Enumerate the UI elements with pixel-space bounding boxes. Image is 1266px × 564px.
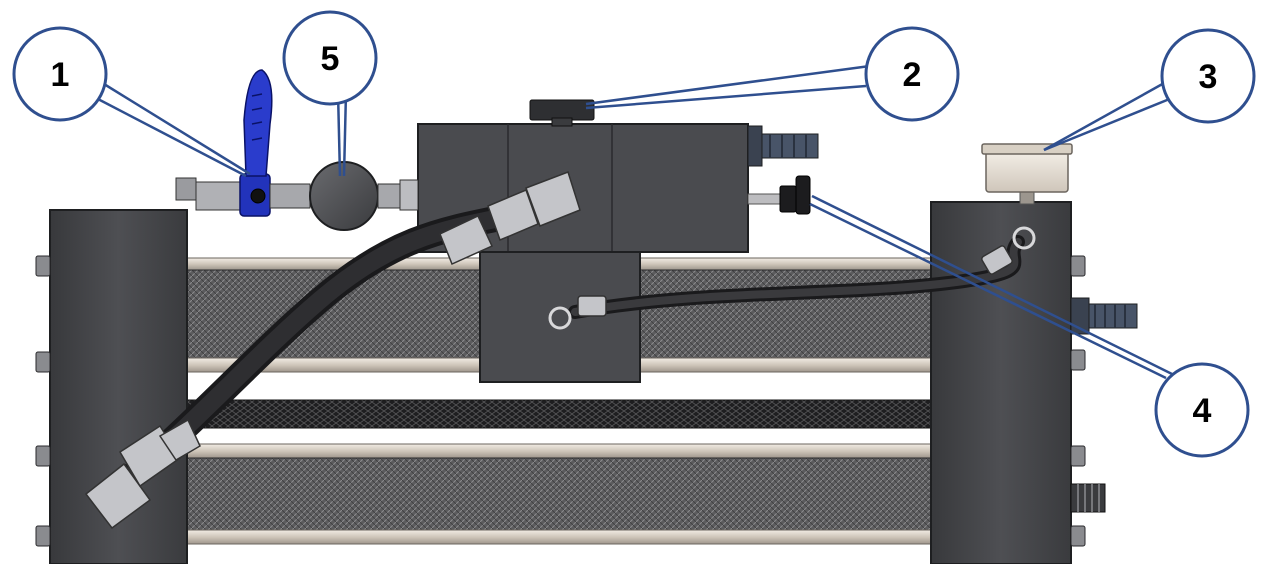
- callout-1: 1: [12, 26, 108, 122]
- svg-text:2: 2: [903, 56, 922, 94]
- svg-text:3: 3: [1199, 58, 1218, 96]
- adjustment-knob: [747, 175, 811, 215]
- callout-5: 5: [282, 10, 378, 106]
- inlet-assembly: [175, 69, 419, 231]
- callout-3: 3: [1160, 28, 1256, 124]
- left-bolts: [35, 255, 51, 547]
- lower-block: [479, 251, 641, 383]
- callout-4: 4: [1154, 362, 1250, 458]
- long-hose: [84, 171, 581, 530]
- right-end-plate: [930, 201, 1138, 564]
- right-connector: [1070, 483, 1106, 513]
- callout-2: 2: [864, 26, 960, 122]
- svg-text:1: 1: [51, 56, 70, 94]
- svg-text:5: 5: [321, 40, 340, 78]
- short-hose: [548, 226, 1036, 330]
- svg-text:4: 4: [1193, 392, 1212, 430]
- right-bolts: [1070, 255, 1086, 547]
- leader-lines: [95, 64, 1173, 380]
- pressure-gauge: [981, 143, 1073, 205]
- upper-barb-fitting: [747, 125, 819, 167]
- callouts: 1 5 2 3 4: [12, 10, 1256, 458]
